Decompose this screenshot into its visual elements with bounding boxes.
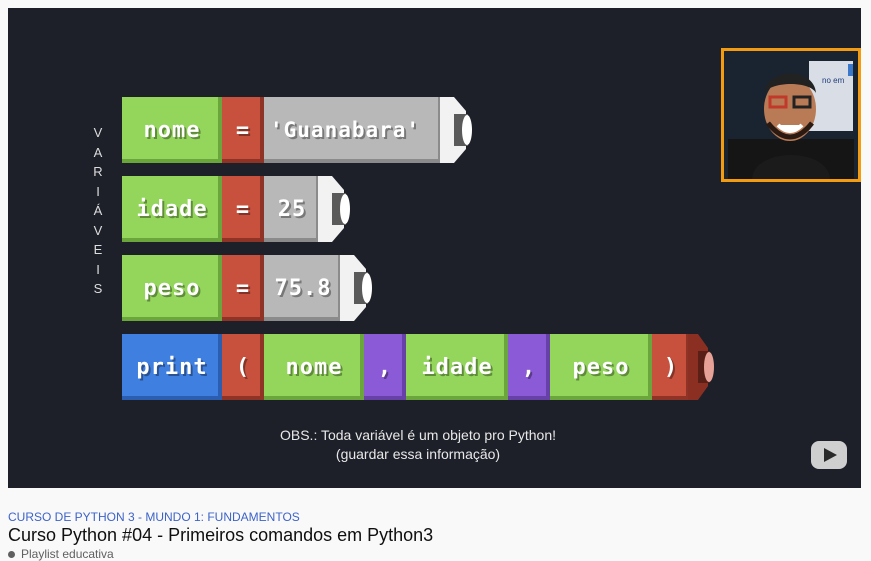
print-block: print bbox=[122, 334, 222, 400]
playlist-badge[interactable]: Playlist educativa bbox=[8, 547, 114, 561]
comma-block: , bbox=[364, 334, 406, 400]
corner-marker bbox=[848, 64, 853, 76]
obs-line-2: (guardar essa informação) bbox=[335, 446, 501, 462]
pencil-tip-icon bbox=[688, 334, 714, 400]
comma-block: , bbox=[508, 334, 550, 400]
var-nome-block: nome bbox=[122, 97, 222, 163]
label-letter: I bbox=[96, 261, 100, 277]
label-letter: S bbox=[93, 281, 103, 296]
var-peso-block: peso bbox=[122, 255, 222, 321]
label-letter: E bbox=[93, 242, 103, 257]
variaveis-vertical-label: V A R I Á V E I S bbox=[90, 123, 106, 299]
playlist-label: Playlist educativa bbox=[21, 547, 114, 561]
pencil-tip-icon bbox=[318, 176, 350, 242]
label-letter: I bbox=[96, 183, 100, 199]
arg-idade-block: idade bbox=[406, 334, 508, 400]
var-idade-block: idade bbox=[122, 176, 222, 242]
youtube-play-icon[interactable] bbox=[810, 440, 848, 470]
arg-nome-block: nome bbox=[264, 334, 364, 400]
label-letter: Á bbox=[93, 203, 103, 218]
value-guanabara-block: 'Guanabara' bbox=[264, 97, 442, 163]
equals-block: = bbox=[222, 176, 264, 242]
video-title: Curso Python #04 - Primeiros comandos em… bbox=[8, 525, 434, 545]
pencil-tip-icon bbox=[440, 97, 472, 163]
observation-text: OBS.: Toda variável é um objeto pro Pyth… bbox=[208, 426, 628, 464]
label-letter: V bbox=[93, 125, 103, 140]
svg-text:no em: no em bbox=[822, 76, 845, 85]
value-75-8-block: 75.8 bbox=[264, 255, 342, 321]
open-paren-block: ( bbox=[222, 334, 264, 400]
pencil-tip-icon bbox=[340, 255, 372, 321]
close-paren-block: ) bbox=[652, 334, 690, 400]
webcam-overlay: no em bbox=[721, 48, 861, 182]
arg-peso-block: peso bbox=[550, 334, 652, 400]
dot-icon bbox=[8, 550, 15, 558]
label-letter: A bbox=[93, 144, 103, 160]
value-25-block: 25 bbox=[264, 176, 320, 242]
course-link[interactable]: CURSO DE PYTHON 3 - MUNDO 1: FUNDAMENTOS bbox=[8, 510, 300, 524]
label-letter: V bbox=[93, 222, 103, 238]
equals-block: = bbox=[222, 255, 264, 321]
label-letter: R bbox=[93, 164, 103, 179]
presenter-avatar-icon: no em bbox=[724, 51, 858, 179]
equals-block: = bbox=[222, 97, 264, 163]
obs-line-1: OBS.: Toda variável é um objeto pro Pyth… bbox=[279, 427, 556, 443]
video-player[interactable]: V A R I Á V E I S nome = 'Guanabara' ida… bbox=[8, 8, 861, 488]
